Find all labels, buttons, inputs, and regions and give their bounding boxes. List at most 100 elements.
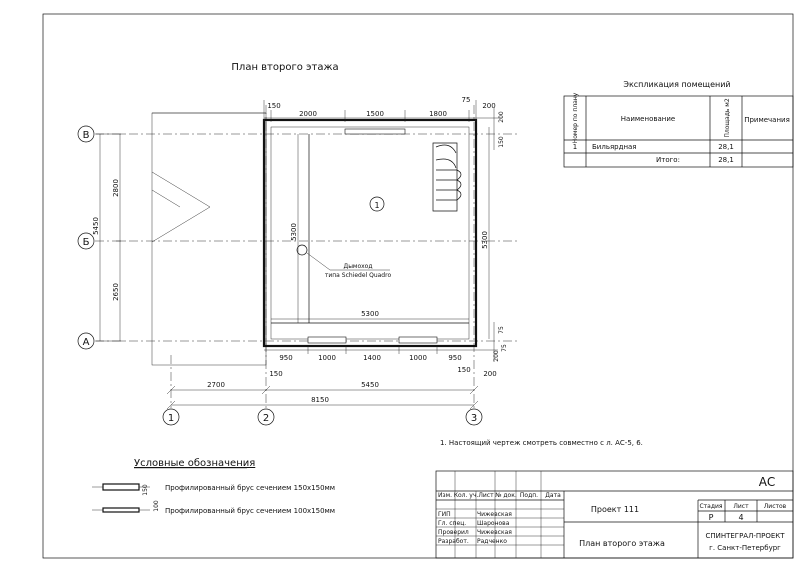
dim-right-top-1: 150	[498, 136, 505, 148]
stamp-name-3: Радченко	[477, 538, 507, 545]
dim-right-top-0: 200	[498, 111, 505, 123]
axis-bubble-row-b: Б	[77, 232, 95, 250]
stamp-sheet: 4	[738, 513, 743, 522]
chimney-label-1: Дымоход	[344, 263, 373, 270]
legend-item-100: Профилированный брус сечением 100х150мм	[165, 507, 335, 515]
dim-bottom-0: 950	[279, 354, 292, 362]
inner-dim-horizontal-label: 5300	[361, 310, 379, 318]
stamp-col-doc: № док.	[495, 492, 517, 499]
explication-title: Экспликация помещений	[623, 80, 730, 89]
legend-title: Условные обозначения	[134, 458, 255, 469]
stamp-col-koluch: Кол. уч.	[454, 492, 479, 499]
dim-chain-top	[263, 100, 502, 122]
svg-text:А: А	[83, 337, 90, 348]
dim-top-4: 75	[462, 96, 471, 104]
dim-overall-1: 5450	[361, 381, 379, 389]
stamp-col-date: Дата	[545, 492, 561, 499]
room-number-marker: 1	[369, 196, 385, 212]
dim-bottom-small-0: 150	[269, 370, 282, 378]
window-bottom-right	[398, 336, 438, 344]
dim-overall-bottom	[166, 385, 479, 410]
stamp-city: г. Санкт-Петербург	[709, 544, 781, 552]
stamp-role-3: Разработ.	[438, 538, 469, 545]
chimney-label-2: типа Schiedel Quadro	[325, 272, 392, 279]
dim-bottom-4: 950	[448, 354, 461, 362]
dim-top-1: 2000	[299, 110, 317, 118]
stamp-col-list: Лист	[478, 492, 494, 499]
axis-bubble-row-a: А	[77, 332, 95, 350]
dim-top-0: 150	[267, 102, 280, 110]
dim-right-bottom-2: 75	[501, 344, 508, 352]
stamp-sheet-title: План второго этажа	[579, 539, 665, 548]
inner-dim-right-label: 5300	[481, 231, 489, 249]
window-top	[344, 128, 406, 135]
dim-left-part-1: 2650	[112, 283, 120, 301]
staircase	[432, 142, 462, 212]
dim-chain-bottom	[264, 346, 498, 354]
legend-dim-150: 150	[142, 484, 149, 496]
dim-left-outer: 5450	[92, 217, 100, 235]
axis-bubble-row-v: В	[77, 125, 95, 143]
stamp-col-podp: Подп.	[520, 492, 538, 499]
window-bottom-left	[307, 336, 347, 344]
dim-overall-0: 2700	[207, 381, 225, 389]
inner-dim-left-label: 5300	[290, 223, 298, 241]
legend-item-150: Профилированный брус сечением 150х150мм	[165, 484, 335, 492]
title-block	[435, 470, 794, 559]
axis-grid	[95, 105, 520, 408]
floor-walls	[262, 118, 478, 348]
legend-symbol-150	[92, 483, 150, 491]
dim-chain-left	[96, 133, 124, 342]
stamp-name-0: Чижевская	[477, 511, 512, 518]
stamp-name-2: Чижевская	[477, 529, 512, 536]
stamp-stage: Р	[709, 513, 714, 522]
dim-right-bottom-0: 75	[498, 326, 505, 334]
explication-row-num: 1	[573, 143, 577, 151]
dim-bottom-small-2: 200	[483, 370, 496, 378]
dim-left-part-0: 2800	[112, 179, 120, 197]
dim-top-2: 1500	[366, 110, 384, 118]
svg-text:В: В	[83, 130, 90, 141]
explication-header-area: Площадь м2	[724, 98, 731, 137]
axis-bubble-col-3: 3	[465, 408, 483, 426]
dim-overall-total: 8150	[311, 396, 329, 404]
stamp-role-1: Гл. спец.	[438, 520, 466, 527]
legend-dim-100: 100	[153, 500, 160, 512]
plan-title: План второго этажа	[231, 62, 338, 73]
svg-text:1: 1	[374, 201, 379, 210]
explication-row-area: 28,1	[718, 143, 734, 151]
stamp-project: Проект 111	[591, 505, 639, 514]
chimney	[296, 244, 390, 271]
explication-header-num: Номер по плану	[572, 92, 579, 143]
stamp-sheets-label: Листов	[764, 503, 787, 510]
stamp-role-2: Проверил	[438, 529, 469, 536]
svg-text:Б: Б	[83, 237, 90, 248]
explication-table	[563, 95, 794, 168]
stamp-role-0: ГИП	[438, 511, 451, 518]
svg-text:1: 1	[168, 413, 174, 424]
dim-bottom-3: 1000	[409, 354, 427, 362]
stamp-code: АС	[759, 475, 776, 489]
general-note: 1. Настоящий чертеж смотреть совместно с…	[440, 439, 643, 447]
axis-bubble-col-1: 1	[162, 408, 180, 426]
explication-row-name: Бильярдная	[592, 143, 637, 151]
stamp-company: СПИНТЕГРАЛ-ПРОЕКТ	[705, 532, 785, 540]
dim-right-bottom-1: 200	[493, 350, 500, 362]
stamp-col-izm: Изм.	[438, 492, 452, 499]
legend-symbol-100	[92, 507, 150, 513]
roof-outline-left	[151, 112, 267, 366]
dim-bottom-2: 1400	[363, 354, 381, 362]
stamp-stage-label: Стадия	[699, 503, 722, 510]
stamp-name-1: Шаронова	[477, 520, 510, 527]
svg-text:3: 3	[471, 413, 477, 424]
dim-top-3: 1800	[429, 110, 447, 118]
explication-total-label: Итого:	[656, 156, 680, 164]
sheet-border	[42, 13, 794, 559]
svg-text:2: 2	[263, 413, 269, 424]
dim-bottom-1: 1000	[318, 354, 336, 362]
stamp-sheet-label: Лист	[733, 503, 749, 510]
explication-header-name: Наименование	[621, 115, 675, 123]
explication-total-area: 28,1	[718, 156, 734, 164]
explication-header-note: Примечания	[744, 116, 790, 124]
